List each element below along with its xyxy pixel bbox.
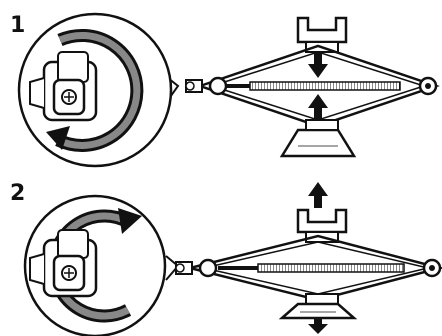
step-2-panel: 2 — [10, 181, 440, 336]
step-1-number: 1 — [10, 13, 25, 38]
down-arrow-icon — [308, 52, 328, 78]
down-arrow-icon — [308, 318, 328, 334]
step-2-scissor-jack — [176, 182, 440, 334]
step-2-magnifier — [25, 196, 178, 336]
step-1-magnifier — [19, 14, 178, 166]
step-1-scissor-jack — [186, 18, 436, 156]
step-2-number: 2 — [10, 181, 25, 206]
up-arrow-icon — [308, 182, 328, 208]
step-1-panel: 1 — [10, 13, 436, 166]
up-arrow-icon — [308, 94, 328, 120]
